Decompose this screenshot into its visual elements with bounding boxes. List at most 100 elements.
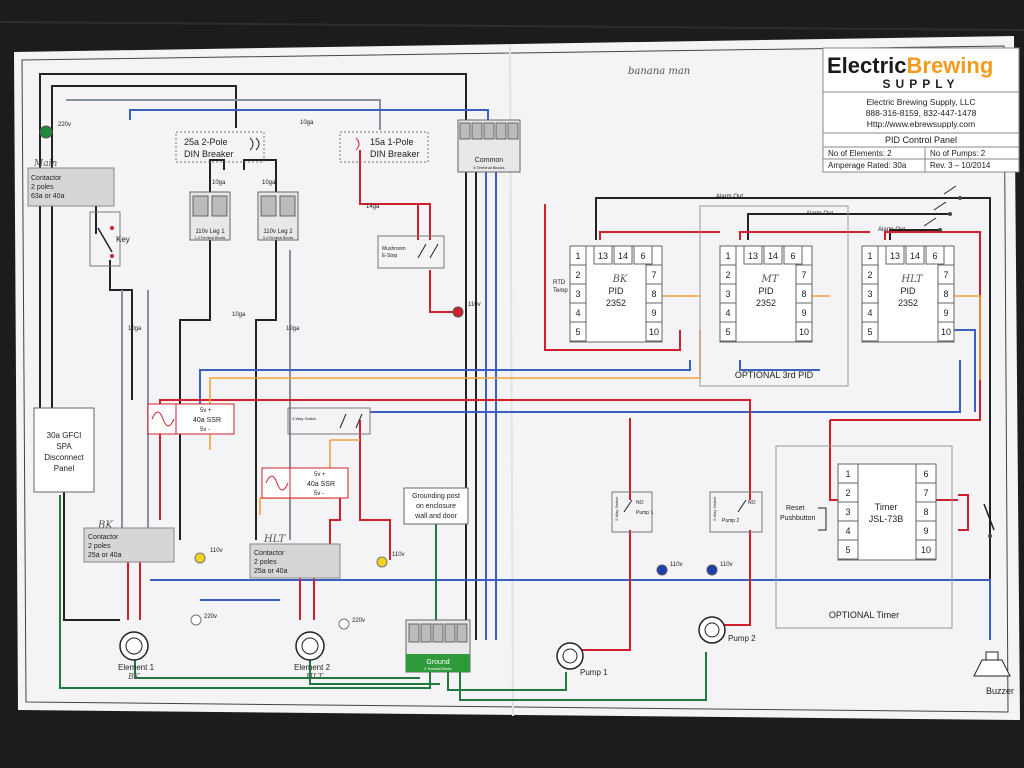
timer-label: Timer: [875, 502, 898, 512]
element2-led-voltage: 220v: [352, 618, 365, 624]
breaker-1pole-type: DIN Breaker: [370, 149, 420, 159]
pid-pin-label: 4: [867, 308, 872, 318]
pid-pin-cell: [795, 321, 813, 342]
pump1-led: [656, 564, 668, 576]
pid-pin-cell: [783, 245, 803, 265]
buzzer: Buzzer: [973, 651, 1014, 696]
hlt-led: [376, 556, 388, 568]
pump2-switch: 2-Way Switch NO Pump 2: [709, 491, 763, 533]
ssr2-label: 40a SSR: [307, 481, 335, 488]
pid-pin-cell: [613, 245, 633, 265]
hlt-contactor-poles: 2 poles: [254, 559, 277, 566]
pid-pin-cell: [925, 245, 945, 265]
reset-type: Pushbutton: [780, 515, 816, 522]
pid-pin-label: 1: [725, 251, 730, 261]
pid-pin-label: 4: [725, 308, 730, 318]
pid-pin-label: 10: [649, 327, 659, 337]
breaker-2pole-type: DIN Breaker: [184, 149, 234, 159]
buzzer-label: Buzzer: [986, 686, 1014, 696]
optional-timer-label: OPTIONAL Timer: [829, 610, 899, 620]
pid-pin-label: 9: [943, 308, 948, 318]
element1-label: Element 1: [118, 663, 155, 672]
hlt-contactor: Contactor 2 poles 25a or 40a: [249, 543, 341, 579]
element1-led-voltage: 220v: [204, 614, 217, 620]
main-contactor-label: Contactor: [31, 175, 62, 182]
element-2: Element 2 HLT: [294, 631, 331, 681]
pid-model: 2352: [756, 298, 776, 308]
pid-pin-cell: [593, 245, 613, 265]
pid-pin-label: 8: [943, 289, 948, 299]
pid-handwritten-label: HLT: [900, 274, 924, 285]
pid-pin-label: 2: [725, 270, 730, 280]
pump1-switch-no: NO: [636, 500, 644, 506]
pump1-label: Pump 1: [580, 668, 608, 677]
estop-label: Mushroom: [382, 246, 406, 252]
hlt-led-voltage: 110v: [392, 552, 405, 558]
main-led-voltage: 220v: [58, 122, 71, 128]
pid-pin-label: 8: [801, 289, 806, 299]
pid-pin-cell: [569, 321, 587, 342]
bk-contactor-rating: 25a or 40a: [88, 552, 122, 559]
bk-led: [194, 552, 206, 564]
pid-name: PID: [758, 286, 774, 296]
ground-block-sub: 5 Terminal Blocks: [424, 667, 452, 671]
pid-model: 2352: [606, 298, 626, 308]
leg2-terminal-block: 110v Leg 2 3-4 Terminal Blocks: [257, 191, 299, 241]
common-terminal-block: Common 5 Terminal Blocks: [457, 119, 521, 173]
pid-pin-label: 7: [801, 270, 806, 280]
wire-gauge-label: 10ga: [286, 326, 300, 332]
pid-model: 2352: [898, 298, 918, 308]
timer-pin-label: 8: [923, 507, 928, 517]
ground-block-label: Ground: [426, 659, 449, 666]
brand-sub: SUPPLY: [883, 77, 960, 91]
pump1-switch-type: 2-Way Switch: [614, 497, 619, 521]
brand-name: ElectricBrewing: [827, 53, 993, 78]
element1-led: [190, 614, 202, 626]
timer-pin-label: 6: [923, 469, 928, 479]
ssr2-minus: 5v -: [314, 491, 324, 497]
common-block-label: Common: [475, 157, 504, 164]
elements-count: No of Elements: 2: [828, 149, 892, 158]
pid-name: PID: [900, 286, 916, 296]
pid-pin-label: 5: [575, 327, 580, 337]
pid-body: [569, 245, 663, 343]
company-url: Http://www.ebrewsupply.com: [867, 119, 976, 129]
reset-label: Reset: [786, 505, 804, 512]
pid-pin-label: 2: [867, 270, 872, 280]
pump-1: Pump 1: [556, 642, 608, 677]
leg2-sub: 3-4 Terminal Blocks: [263, 236, 294, 240]
pid-pin-label: 14: [768, 251, 778, 261]
estop-led-voltage: 110v: [468, 302, 481, 308]
estop-led: [452, 306, 464, 318]
pumps-count: No of Pumps: 2: [930, 149, 986, 158]
reset-pushbutton: Reset Pushbutton: [780, 505, 827, 531]
pid-pin-label: 9: [801, 308, 806, 318]
pump2-switch-no: NO: [748, 500, 756, 506]
gfci-panel: 30a GFCI SPA Disconnect Panel: [33, 407, 95, 493]
common-block-sub: 5 Terminal Blocks: [473, 165, 504, 170]
pid-pin-cell: [645, 321, 663, 342]
ssr-2: 5v + 40a SSR 5v -: [261, 467, 349, 499]
hlt-note: HLT: [263, 534, 287, 545]
pid-pin-label: 3: [725, 289, 730, 299]
element2-note: HLT: [305, 672, 324, 681]
pid-handwritten-label: BK: [612, 274, 628, 285]
element-1: Element 1 BK: [118, 631, 155, 681]
timer-pin-label: 5: [845, 545, 850, 555]
bk-contactor-label: Contactor: [88, 534, 119, 541]
leg1-sub: 1-3 Terminal Blocks: [195, 236, 226, 240]
breaker-1pole: 15a 1-Pole DIN Breaker: [339, 131, 429, 163]
key-switch: Key: [89, 211, 130, 267]
main-contactor: Contactor 2 poles 63a or 40a: [27, 167, 115, 207]
bk-note: BK: [97, 520, 113, 531]
pump2-switch-label: Pump 2: [722, 518, 739, 524]
element2-label: Element 2: [294, 663, 331, 672]
pid-pin-cell: [763, 245, 783, 265]
optional-pid-frame: [699, 205, 849, 387]
timer-model: JSL-73B: [869, 514, 904, 524]
pid-pin-label: 13: [748, 251, 758, 261]
pid-pin-cell: [885, 245, 905, 265]
buzzer-switch: [983, 503, 995, 538]
